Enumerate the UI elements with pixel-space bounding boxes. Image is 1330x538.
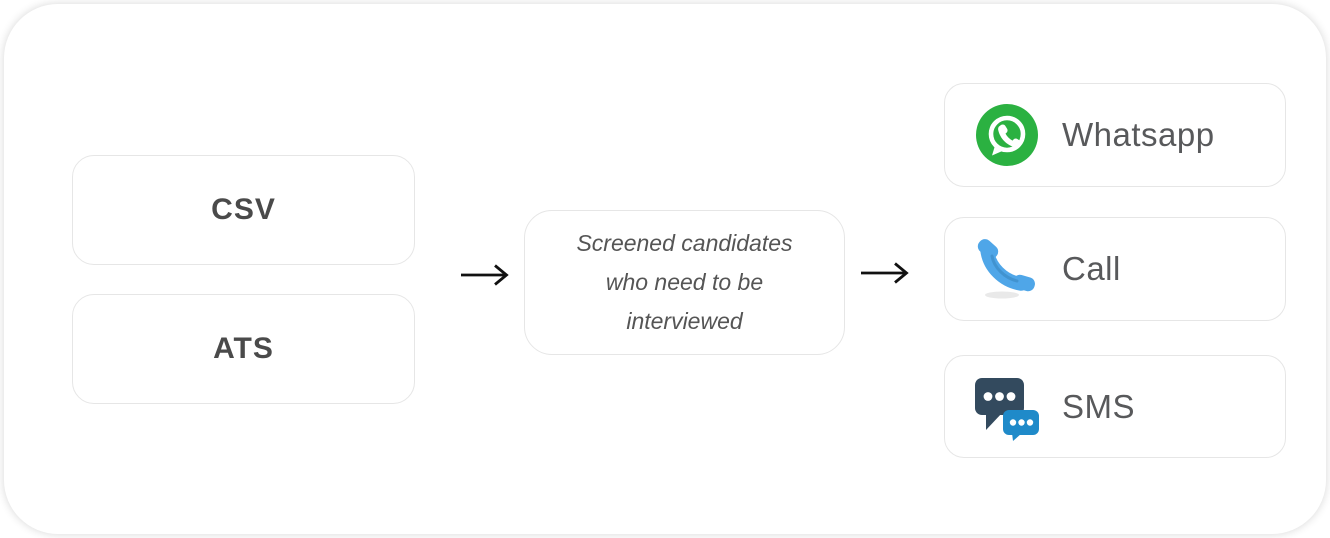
whatsapp-icon bbox=[974, 102, 1040, 168]
note-line: who need to be bbox=[605, 269, 764, 295]
call-icon bbox=[974, 236, 1040, 302]
channel-whatsapp: Whatsapp bbox=[944, 83, 1286, 187]
source-node-label: ATS bbox=[213, 332, 274, 365]
channel-label: Call bbox=[1062, 250, 1121, 287]
note-screened-candidates: Screened candidates who need to be inter… bbox=[524, 210, 845, 355]
sms-icon bbox=[974, 374, 1040, 441]
arrow-right-icon bbox=[461, 264, 509, 286]
channel-call: Call bbox=[944, 217, 1286, 321]
channel-sms: SMS bbox=[944, 355, 1286, 458]
source-node-label: CSV bbox=[211, 193, 276, 226]
source-node-csv: CSV bbox=[72, 155, 415, 265]
note-line: Screened candidates bbox=[576, 230, 793, 256]
note-line: interviewed bbox=[626, 308, 743, 334]
channel-label: Whatsapp bbox=[1062, 116, 1215, 153]
arrow-right-icon bbox=[861, 262, 909, 284]
source-node-ats: ATS bbox=[72, 294, 415, 404]
channel-label: SMS bbox=[1062, 387, 1136, 425]
